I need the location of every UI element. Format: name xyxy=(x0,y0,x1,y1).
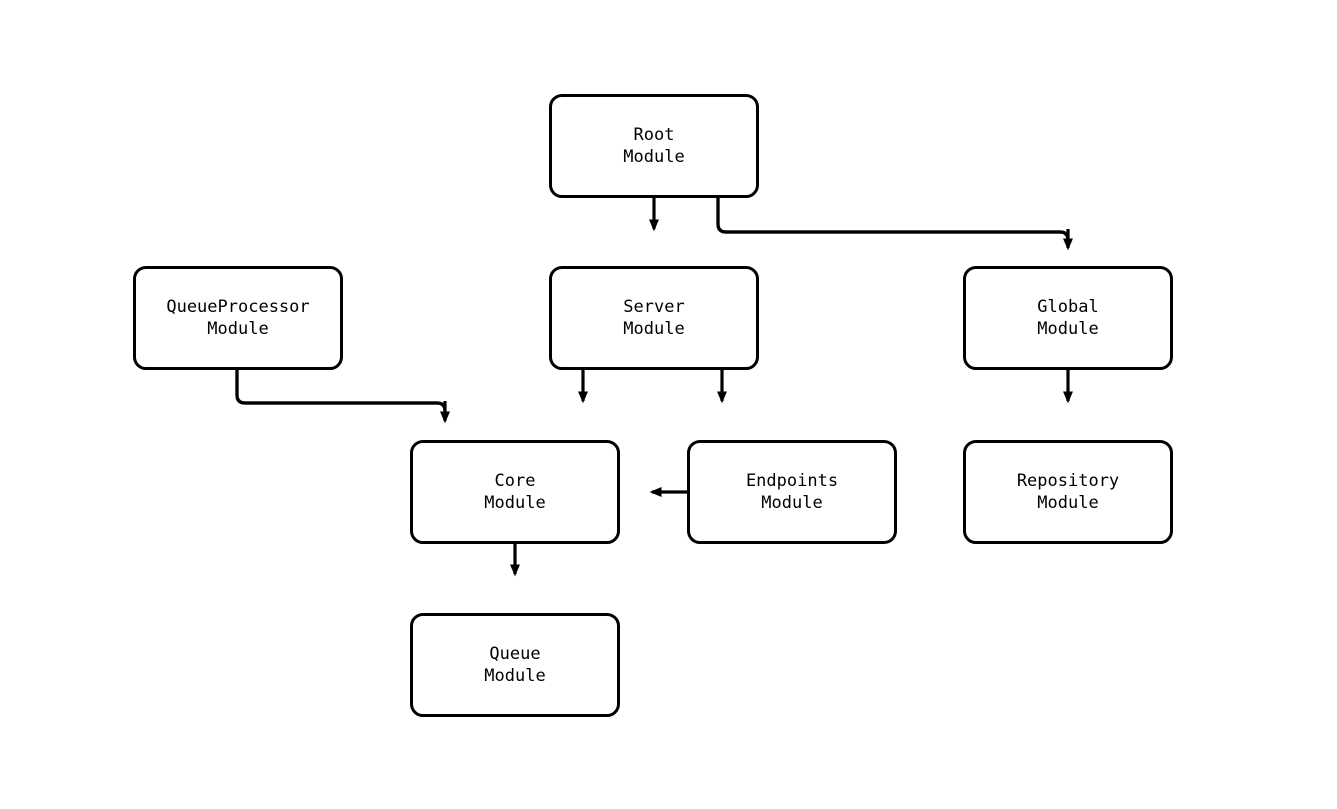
node-label-server-module: Server Module xyxy=(623,297,685,339)
node-label-queue-module: Queue Module xyxy=(484,644,546,686)
node-label-queueprocessor-module: QueueProcessor Module xyxy=(166,297,310,339)
node-root-module[interactable]: Root Module xyxy=(549,94,759,198)
node-repository-module[interactable]: Repository Module xyxy=(963,440,1173,544)
node-server-module[interactable]: Server Module xyxy=(549,266,759,370)
node-global-module[interactable]: Global Module xyxy=(963,266,1173,370)
edge-root-to-global xyxy=(716,198,1073,251)
node-label-global-module: Global Module xyxy=(1037,297,1099,339)
node-endpoints-module[interactable]: Endpoints Module xyxy=(687,440,897,544)
edge-queueprocessor-to-core xyxy=(235,370,450,424)
node-label-root-module: Root Module xyxy=(623,125,685,167)
node-queueprocessor-module[interactable]: QueueProcessor Module xyxy=(133,266,343,370)
node-label-core-module: Core Module xyxy=(484,471,546,513)
node-label-repository-module: Repository Module xyxy=(1016,471,1120,513)
node-core-module[interactable]: Core Module xyxy=(410,440,620,544)
node-queue-module[interactable]: Queue Module xyxy=(410,613,620,717)
node-label-endpoints-module: Endpoints Module xyxy=(745,471,839,513)
